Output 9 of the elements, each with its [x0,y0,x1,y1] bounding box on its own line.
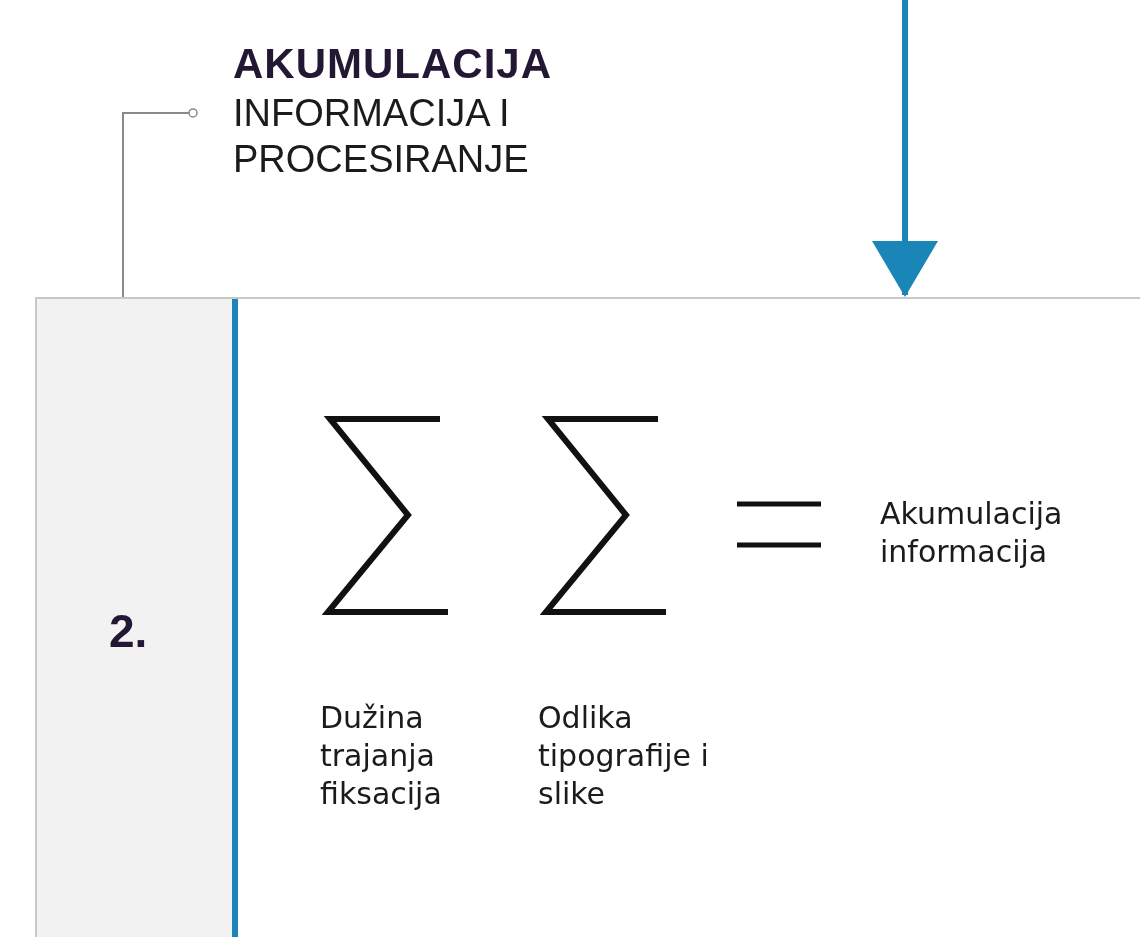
arrow [872,0,938,297]
panel-box [35,297,1140,937]
factor-caption: Odlika tipografije i slike [538,699,710,813]
factor-caption: Dužina trajanja fiksacija [320,699,443,813]
heading-subtitle: INFORMACIJA I PROCESIRANJE [233,91,530,182]
heading-title: AKUMULACIJA [233,39,553,89]
leader-line [122,108,198,298]
step-number: 2. [109,604,148,658]
result-text: Akumulacija informacija [880,495,1064,571]
